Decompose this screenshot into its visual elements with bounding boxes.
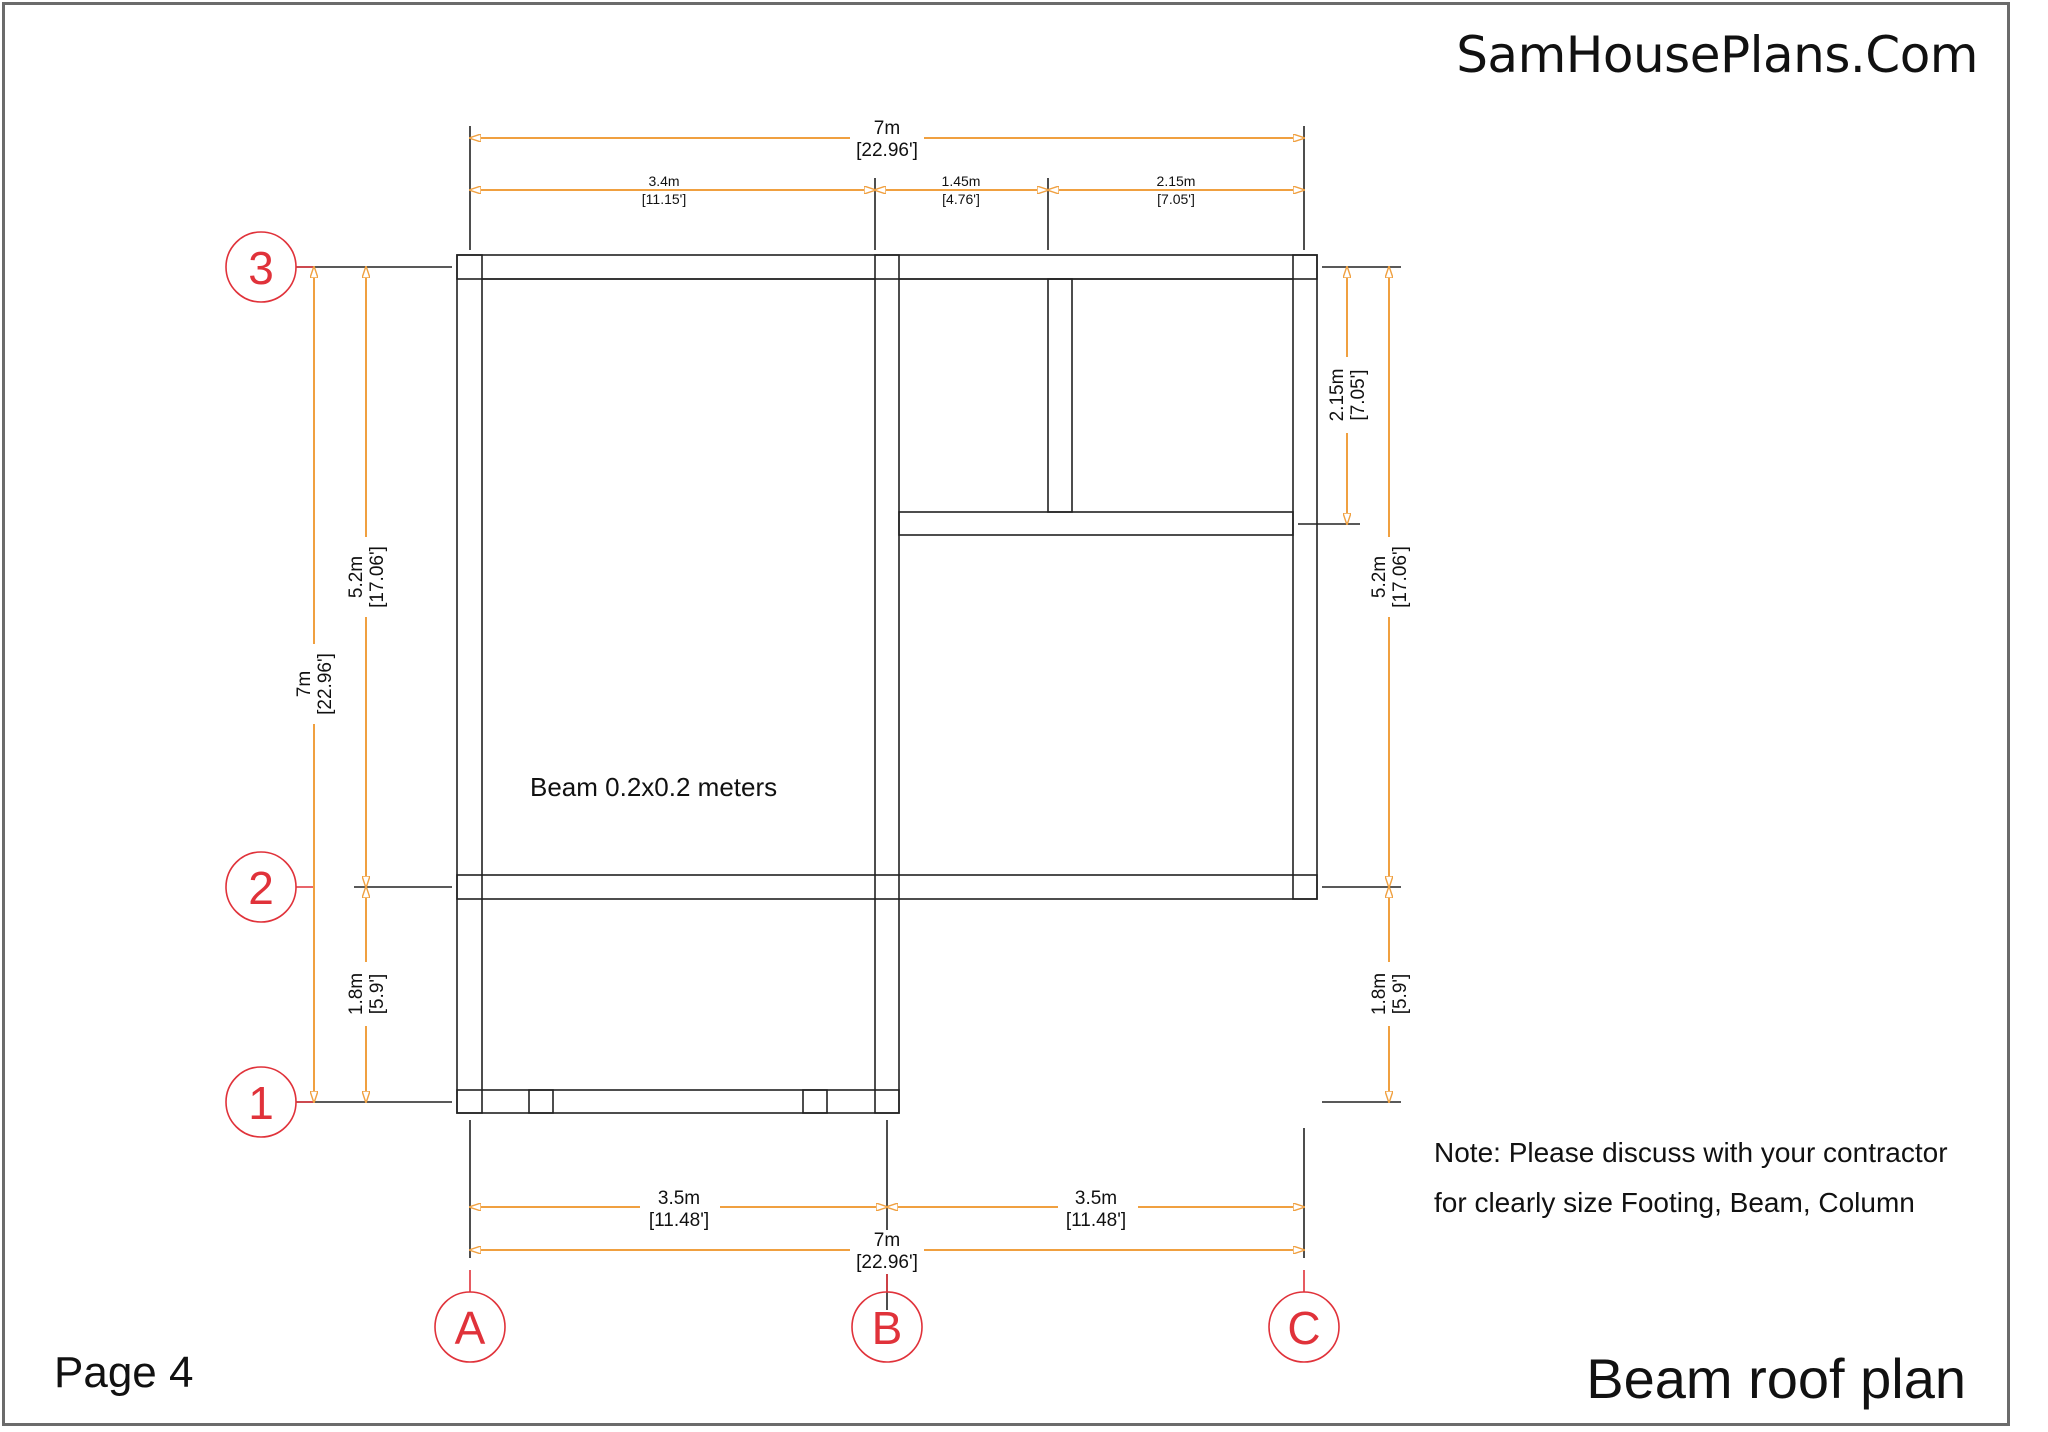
grid-label-col-a: A — [455, 1302, 486, 1354]
grid-label-row-1: 1 — [248, 1077, 274, 1129]
dim-bottom-seg2-m: 3.5m — [1075, 1188, 1117, 1209]
grid-bubbles — [225, 231, 1340, 1363]
grid-label-row-2: 2 — [248, 862, 274, 914]
beam-col-c — [1292, 254, 1318, 900]
grid-lines — [296, 126, 1401, 1310]
dim-left-overall-ft: [22.96'] — [315, 653, 336, 715]
dim-top-seg2-m: 1.45m — [942, 173, 981, 189]
beam-framing — [456, 254, 1318, 1114]
contractor-note: Note: Please discuss with your contracto… — [1434, 1128, 1948, 1228]
dim-right-seg2-m: 5.2m — [1369, 556, 1390, 598]
dim-bottom-seg1-m: 3.5m — [658, 1188, 700, 1209]
dimension-labels: 7m [22.96'] 3.4m [11.15'] 1.45m [4.76'] … — [290, 114, 1411, 1274]
dim-bottom-seg1-ft: [11.48'] — [649, 1210, 709, 1231]
dim-top-seg2-ft: [4.76'] — [942, 191, 980, 207]
dim-left-seg2-ft: [5.9'] — [367, 974, 388, 1015]
dim-top-seg3-ft: [7.05'] — [1157, 191, 1195, 207]
page-number: Page 4 — [54, 1348, 194, 1397]
dim-bottom-overall-m: 7m — [874, 1230, 900, 1251]
grid-bubble-col-a — [434, 1270, 506, 1363]
beam-secondary-horizontal — [898, 511, 1294, 536]
note-line-2: for clearly size Footing, Beam, Column — [1434, 1187, 1915, 1218]
dim-left-seg1-m: 5.2m — [346, 556, 367, 598]
beam-col-a — [456, 254, 483, 1114]
post-2 — [802, 1089, 828, 1114]
beam-secondary-vertical — [1047, 278, 1073, 513]
dim-right-seg2-ft: [17.06'] — [1390, 546, 1411, 608]
dim-left-overall-m: 7m — [294, 671, 315, 697]
dim-right-seg3-m: 1.8m — [1369, 973, 1390, 1015]
post-1 — [528, 1089, 554, 1114]
grid-bubble-col-c — [1268, 1270, 1340, 1363]
dim-top-seg1-ft: [11.15'] — [642, 191, 686, 207]
dim-right-seg3-ft: [5.9'] — [1390, 974, 1411, 1015]
dim-left-seg2-m: 1.8m — [346, 973, 367, 1015]
site-name: SamHousePlans.Com — [1456, 26, 1978, 84]
grid-label-col-b: B — [872, 1302, 903, 1354]
dim-left-seg1-ft: [17.06'] — [367, 546, 388, 608]
dim-top-overall-m: 7m — [874, 118, 900, 139]
dim-right-seg1-m: 2.15m — [1327, 369, 1348, 422]
beam-col-b — [874, 254, 900, 1114]
drawing-title: Beam roof plan — [1586, 1347, 1966, 1410]
grid-bubble-labels: 3 2 1 A B C — [248, 242, 1320, 1354]
beam-row-2 — [456, 874, 1318, 900]
dim-top-seg1-m: 3.4m — [648, 173, 679, 189]
note-line-1: Note: Please discuss with your contracto… — [1434, 1137, 1948, 1168]
grid-label-col-c: C — [1287, 1302, 1320, 1354]
dim-top-overall-ft: [22.96'] — [856, 140, 918, 161]
dim-bottom-seg2-ft: [11.48'] — [1066, 1210, 1126, 1231]
dimension-lines — [314, 138, 1389, 1250]
beam-row-1 — [456, 1089, 900, 1114]
beam-size-label: Beam 0.2x0.2 meters — [530, 772, 778, 802]
beam-row-3 — [456, 254, 1318, 280]
drawing-border — [2, 2, 2010, 1426]
dim-right-seg1-ft: [7.05'] — [1348, 369, 1369, 420]
grid-label-row-3: 3 — [248, 242, 274, 294]
dim-top-seg3-m: 2.15m — [1157, 173, 1196, 189]
dim-bottom-overall-ft: [22.96'] — [856, 1252, 918, 1273]
